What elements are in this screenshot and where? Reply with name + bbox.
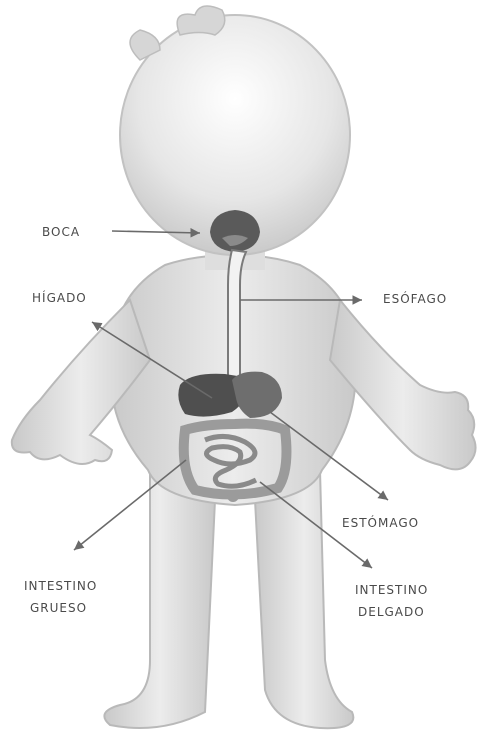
child-figure [12, 6, 476, 728]
label-intestino-grueso-1: INTESTINO [24, 579, 97, 593]
right-arm [330, 300, 476, 469]
left-leg [104, 470, 215, 728]
label-intestino-grueso-2: GRUESO [30, 601, 87, 615]
label-intestino-delgado-1: INTESTINO [355, 583, 428, 597]
rectum-organ [227, 490, 239, 502]
label-estomago: ESTÓMAGO [342, 515, 419, 530]
right-leg [255, 470, 353, 728]
mouth-organ [210, 210, 260, 252]
label-intestino-delgado-2: DELGADO [358, 605, 425, 619]
label-higado: HÍGADO [32, 290, 87, 305]
hair-tuft [177, 6, 225, 35]
label-esofago: ESÓFAGO [383, 291, 447, 306]
label-boca: BOCA [42, 225, 80, 239]
